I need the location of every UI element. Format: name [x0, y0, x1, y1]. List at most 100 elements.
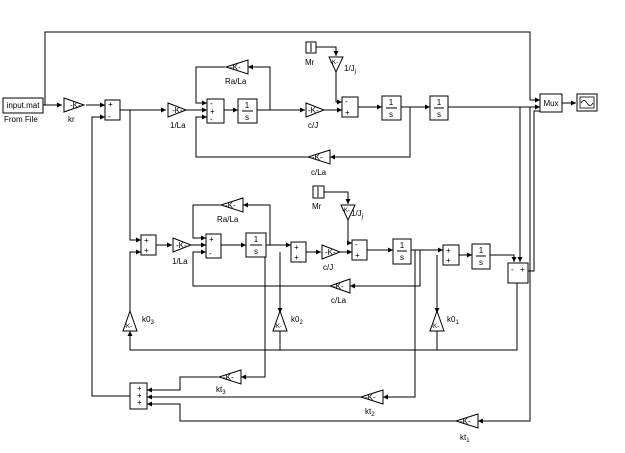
- svg-text:-K-: -K-: [325, 248, 336, 257]
- kt-1-label: kt1: [460, 433, 470, 444]
- svg-text:+: +: [137, 398, 142, 407]
- svg-text:-K-: -K-: [431, 324, 439, 330]
- svg-text:-K-: -K-: [176, 241, 187, 250]
- k0-2-label: k02: [291, 315, 303, 326]
- svg-text:-: -: [355, 240, 358, 249]
- gain-inv-jj-lower[interactable]: -K-: [340, 204, 356, 222]
- sum-error[interactable]: - +: [507, 262, 529, 284]
- from-file-block[interactable]: input.mat: [2, 97, 44, 114]
- integrator-current-upper[interactable]: 1 s: [237, 98, 258, 124]
- svg-text:-K-: -K-: [460, 417, 471, 426]
- svg-text:-K-: -K-: [124, 324, 132, 330]
- sum-lower-input[interactable]: + +: [140, 234, 157, 256]
- svg-text:1: 1: [389, 98, 394, 107]
- kt-2-label: kt2: [365, 407, 375, 418]
- gain-ra-la-upper[interactable]: -K-: [224, 59, 249, 75]
- svg-text:+: +: [520, 265, 525, 274]
- k0-3-label: k03: [142, 315, 154, 326]
- integrator-position-upper[interactable]: 1 s: [429, 95, 449, 121]
- svg-text:-K-: -K-: [230, 63, 241, 72]
- gain-kt-1[interactable]: -K-: [454, 413, 479, 429]
- c-la-lower-label: c/La: [331, 296, 347, 305]
- svg-text:-: -: [210, 115, 213, 124]
- gain-k0-3[interactable]: -K-: [122, 309, 138, 332]
- gain-kr-label: kr: [68, 115, 75, 124]
- sum-kt-feedback[interactable]: + + +: [129, 382, 148, 410]
- gain-c-j-upper[interactable]: -K-: [305, 102, 326, 118]
- svg-text:+: +: [144, 236, 149, 245]
- integrator-speed-upper[interactable]: 1 s: [381, 95, 402, 121]
- svg-text:1: 1: [245, 101, 250, 110]
- sum-lower-mid[interactable]: + +: [290, 241, 307, 263]
- svg-text:+: +: [144, 246, 149, 255]
- gain-kt-3[interactable]: -K-: [217, 369, 242, 385]
- sum-armature-upper[interactable]: - + -: [206, 98, 225, 124]
- inv-la-lower-label: 1/La: [172, 257, 188, 266]
- svg-text:1: 1: [400, 241, 405, 250]
- c-j-lower-label: c/J: [323, 263, 333, 272]
- integrator-speed-lower[interactable]: 1 s: [392, 238, 412, 265]
- svg-text:+: +: [294, 253, 299, 262]
- svg-text:+: +: [345, 108, 350, 117]
- svg-text:-: -: [108, 112, 111, 121]
- svg-text:-: -: [209, 249, 212, 258]
- svg-text:s: s: [389, 110, 393, 119]
- gain-k0-2[interactable]: -K-: [272, 309, 288, 332]
- integrator-current-lower[interactable]: 1 s: [245, 232, 267, 258]
- gain-c-la-upper[interactable]: -K-: [306, 149, 331, 165]
- gain-inv-la-lower[interactable]: -K-: [172, 237, 193, 253]
- svg-text:s: s: [479, 258, 483, 267]
- svg-text:1: 1: [437, 98, 442, 107]
- ra-la-lower-label: Ra/La: [217, 215, 239, 224]
- sum-lower-right[interactable]: + +: [442, 244, 460, 266]
- mux-block[interactable]: Mux: [539, 93, 563, 113]
- svg-text:-: -: [511, 265, 514, 274]
- svg-text:s: s: [254, 247, 258, 256]
- gain-kt-2[interactable]: -K-: [359, 389, 384, 405]
- svg-text:-K-: -K-: [312, 153, 323, 162]
- gain-kr[interactable]: -K-: [63, 97, 86, 113]
- svg-text:-: -: [210, 99, 213, 108]
- svg-text:+: +: [209, 235, 214, 244]
- sum-torque-upper[interactable]: - +: [341, 96, 359, 118]
- sum-armature-lower[interactable]: + -: [205, 233, 222, 259]
- sum-torque-lower[interactable]: - +: [351, 239, 368, 261]
- inv-jj-lower-label: 1/Jj: [351, 209, 363, 220]
- ra-la-upper-label: Ra/La: [225, 77, 247, 86]
- integrator-position-lower[interactable]: 1 s: [471, 243, 491, 270]
- c-j-upper-label: c/J: [308, 121, 318, 130]
- svg-text:-K-: -K-: [365, 393, 376, 402]
- gain-c-la-lower[interactable]: -K-: [328, 278, 351, 294]
- svg-text:+: +: [446, 246, 451, 255]
- signal-lines: [43, 31, 576, 424]
- svg-text:-K-: -K-: [274, 324, 282, 330]
- kt-3-label: kt3: [216, 385, 226, 396]
- gain-inv-la-upper[interactable]: -K-: [167, 102, 188, 118]
- svg-text:s: s: [400, 253, 404, 262]
- svg-text:-K-: -K-: [308, 106, 319, 115]
- svg-text:-K-: -K-: [172, 106, 183, 115]
- gain-ra-la-lower[interactable]: -K-: [219, 197, 244, 213]
- inv-jj-upper-label: 1/Jj: [344, 64, 356, 75]
- constant-mr-upper[interactable]: [305, 41, 317, 54]
- svg-text:-K-: -K-: [333, 282, 344, 291]
- gain-inv-jj-upper[interactable]: -K-: [328, 56, 344, 74]
- gain-c-j-lower[interactable]: -K-: [321, 244, 342, 260]
- svg-text:s: s: [437, 110, 441, 119]
- svg-text:1: 1: [254, 235, 259, 244]
- svg-text:input.mat: input.mat: [7, 101, 41, 110]
- from-file-label: From File: [4, 115, 38, 124]
- svg-text:+: +: [137, 384, 142, 393]
- c-la-upper-label: c/La: [311, 168, 327, 177]
- scope-icon[interactable]: [576, 93, 598, 112]
- inv-la-upper-label: 1/La: [170, 121, 186, 130]
- gain-k0-1[interactable]: -K-: [429, 309, 445, 332]
- constant-mr-lower[interactable]: [312, 185, 325, 199]
- svg-text:+: +: [210, 107, 215, 116]
- svg-text:-K-: -K-: [342, 208, 350, 214]
- svg-text:1: 1: [479, 246, 484, 255]
- mr-lower-label: Mr: [312, 202, 322, 211]
- svg-text:-K-: -K-: [330, 60, 338, 66]
- sum-main[interactable]: + -: [104, 99, 121, 121]
